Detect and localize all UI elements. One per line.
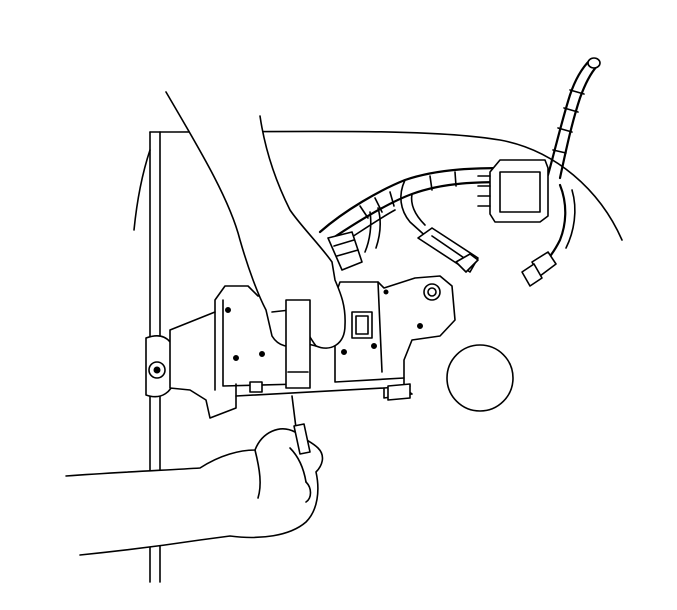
- pivot-mount: [145, 335, 178, 398]
- harness-connector: [477, 159, 549, 223]
- bracket-connector: [327, 231, 363, 271]
- door-panel-edge: [133, 149, 151, 231]
- screwdriver: [291, 395, 311, 455]
- wiring-harness: [318, 57, 601, 270]
- lower-hand: [65, 428, 324, 556]
- wire-terminal: [521, 251, 557, 287]
- speaker-opening: [446, 344, 514, 412]
- small-connector: [417, 227, 479, 273]
- upper-hand: [165, 91, 346, 389]
